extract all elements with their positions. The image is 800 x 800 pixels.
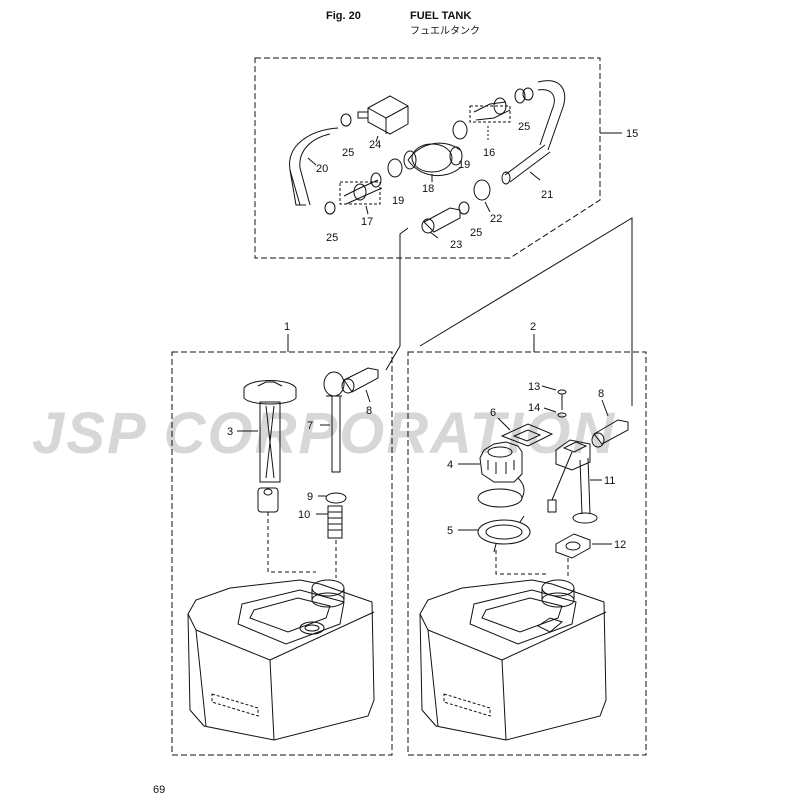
callout-25c: 25 (326, 232, 338, 244)
callout-2: 2 (530, 321, 536, 333)
leader-8b (601, 399, 609, 417)
leader-24 (375, 135, 379, 143)
page-number: 69 (153, 784, 166, 796)
callout-17: 17 (361, 216, 373, 228)
hose-21b (504, 144, 551, 183)
fuel-gauge-3 (243, 380, 297, 513)
figure-label: Fig. 20 (326, 10, 361, 22)
callout-9: 9 (307, 491, 313, 503)
watermark-text: JSP CORPORATION (32, 401, 617, 466)
clamp-22 (473, 179, 491, 201)
fuel-tank-body-1 (187, 579, 375, 741)
fitting-17 (339, 172, 383, 205)
leader-21 (529, 171, 541, 181)
leader-22 (484, 201, 491, 213)
callout-3: 3 (227, 426, 233, 438)
oring-9 (325, 492, 347, 504)
primer-bulb-18 (403, 142, 463, 177)
gauge-11 (547, 439, 598, 524)
callout-11: 11 (604, 475, 615, 487)
callout-20: 20 (316, 163, 328, 175)
callout-14: 14 (528, 402, 540, 414)
connector-24 (357, 95, 409, 135)
leader-17 (365, 205, 369, 215)
leader-13 (541, 385, 557, 391)
callout-6: 6 (490, 407, 496, 419)
leader-6 (497, 417, 511, 431)
fitting-8a (341, 367, 379, 394)
callout-21: 21 (541, 189, 553, 201)
washer-14 (557, 412, 567, 418)
callout-13: 13 (528, 381, 540, 393)
callout-23: 23 (450, 239, 462, 251)
gasket-6 (500, 423, 554, 447)
callout-19a: 19 (392, 195, 404, 207)
fitting-8b (591, 419, 629, 448)
callout-25b: 25 (518, 121, 530, 133)
pickup-tube-7 (323, 371, 345, 473)
callout-8b: 8 (598, 388, 604, 400)
ring-5 (477, 515, 531, 553)
clamp-19b (452, 120, 468, 140)
fuel-tank-body-2 (419, 579, 607, 741)
connector-23 (421, 207, 461, 234)
hose-20 (289, 127, 339, 206)
fitting-16 (469, 88, 526, 123)
hose-21 (537, 80, 566, 151)
gasket-12 (555, 533, 591, 559)
clamp-25a (340, 113, 352, 127)
tank-2-boundary (407, 351, 647, 756)
clamp-19a (387, 158, 403, 178)
tank-1-boundary (171, 351, 393, 756)
callout-1: 1 (284, 321, 290, 333)
fuel-cap-4 (477, 441, 525, 508)
page-title-jp: フュエルタンク (410, 26, 480, 37)
callout-24: 24 (369, 139, 381, 151)
clamp-25d (458, 201, 470, 215)
screw-13 (557, 389, 567, 410)
callout-25d: 25 (470, 227, 482, 239)
clamp-25c (324, 201, 336, 215)
link-21-to-8b (419, 217, 633, 406)
leader-8a (365, 389, 371, 403)
clamp-25b (522, 87, 534, 101)
leader-20 (307, 157, 317, 166)
callout-5: 5 (447, 525, 453, 537)
leader-14 (543, 407, 557, 413)
hose-assembly-boundary (254, 57, 601, 259)
callout-22: 22 (490, 213, 502, 225)
leader-23 (429, 231, 439, 239)
callout-16: 16 (483, 147, 495, 159)
callout-19b: 19 (458, 159, 470, 171)
callout-25a: 25 (342, 147, 354, 159)
filter-10 (327, 505, 343, 539)
link-23-to-8a (385, 227, 409, 371)
callout-7: 7 (307, 420, 313, 432)
callout-10: 10 (298, 509, 310, 521)
callout-12: 12 (614, 539, 626, 551)
callout-8a: 8 (366, 405, 372, 417)
page-title: FUEL TANK (410, 10, 472, 22)
callout-4: 4 (447, 459, 453, 471)
callout-15: 15 (626, 128, 638, 140)
callout-18: 18 (422, 183, 434, 195)
